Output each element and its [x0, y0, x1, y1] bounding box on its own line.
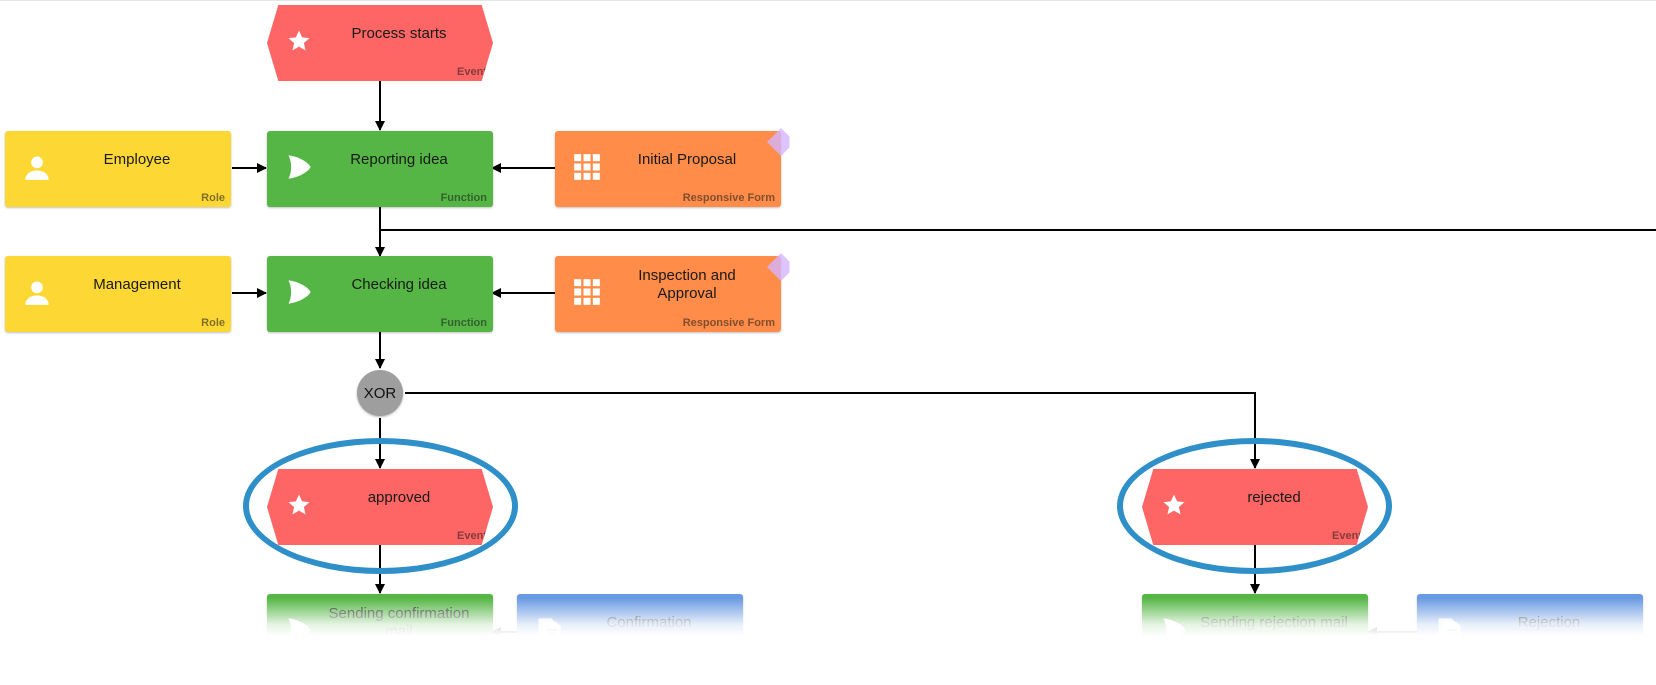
- form-initial-proposal[interactable]: Initial Proposal Responsive Form: [555, 131, 781, 207]
- node-label: Initial Proposal: [637, 151, 737, 168]
- node-label: Checking idea: [351, 276, 447, 293]
- star-icon: [288, 30, 310, 51]
- play-icon: [288, 155, 311, 179]
- person-icon: [25, 156, 49, 180]
- function-reporting-idea[interactable]: Reporting idea Function: [267, 131, 493, 207]
- edge-xor-to-rejected[interactable]: [405, 392, 1260, 469]
- form-inspection-approval[interactable]: Inspection and Approval Responsive Form: [555, 256, 781, 332]
- node-type: Function: [440, 317, 487, 329]
- highlight-approved: [243, 438, 518, 574]
- node-type: Function: [440, 192, 487, 204]
- node-type: Role: [201, 317, 225, 329]
- node-type: Responsive Form: [682, 192, 775, 204]
- bottom-band: [0, 636, 1656, 685]
- role-management[interactable]: Management Role: [5, 256, 231, 332]
- node-label: Process starts: [351, 25, 447, 42]
- person-icon: [25, 281, 49, 305]
- node-type: Responsive Form: [682, 317, 775, 329]
- node-type: Role: [201, 192, 225, 204]
- node-type: Event: [457, 66, 487, 78]
- xor-gateway[interactable]: XOR: [357, 370, 403, 416]
- grid-icon: [574, 154, 600, 180]
- event-process-starts[interactable]: Process starts Event: [267, 5, 493, 81]
- play-icon: [288, 280, 311, 304]
- node-label: Reporting idea: [350, 151, 448, 168]
- node-label: Inspection and Approval: [638, 267, 736, 302]
- function-checking-idea[interactable]: Checking idea Function: [267, 256, 493, 332]
- canvas-border: [0, 0, 1656, 1]
- highlight-rejected: [1117, 438, 1392, 574]
- role-employee[interactable]: Employee Role: [5, 131, 231, 207]
- grid-icon: [574, 279, 600, 305]
- node-label: Employee: [103, 151, 171, 168]
- node-label: Management: [93, 276, 181, 293]
